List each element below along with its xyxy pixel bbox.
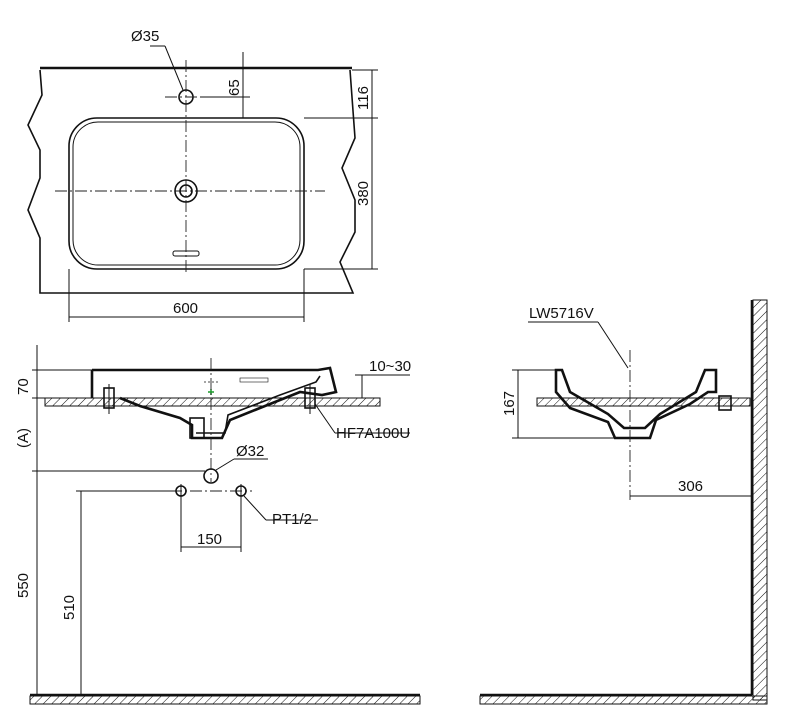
basin-outer [68, 117, 305, 270]
depth-front-label: 116 [355, 86, 372, 110]
section-counter [536, 397, 751, 407]
model-leader [597, 321, 629, 369]
section-clip [718, 395, 732, 411]
height-supply-label: 510 [61, 595, 78, 620]
supply-spacing-label: 150 [197, 531, 222, 548]
bowl-profile [554, 368, 718, 440]
drain-model-leader [314, 403, 336, 434]
floor-hatch [29, 695, 421, 705]
drain-inner [179, 184, 193, 198]
height-above-label: 70 [15, 378, 32, 395]
drain-outer [174, 179, 198, 203]
height-floor-label: 550 [15, 573, 32, 598]
depth-basin-label: 380 [355, 181, 372, 206]
drain-dia-leader [215, 458, 235, 471]
side-view: 150 Ø32 PT1/2 HF7A100U 10~30 70 (A) 550 … [15, 345, 421, 705]
basin-inner-profile [196, 375, 321, 434]
drain-model-label: HF7A100U [336, 425, 410, 442]
counter-thickness-label: 10~30 [369, 358, 411, 375]
hole-diameter-label: Ø35 [131, 28, 159, 45]
overflow-tag [239, 377, 269, 383]
basin-profile [90, 366, 338, 440]
counter-slab [44, 397, 381, 407]
model-label: LW5716V [529, 305, 594, 322]
clearance-label: (A) [15, 428, 32, 448]
top-view: Ø35 65 116 380 600 [27, 28, 378, 322]
drain-outlet [203, 468, 219, 484]
width-label: 600 [173, 300, 198, 317]
wall-distance-label: 306 [678, 478, 703, 495]
supply-thread-label: PT1/2 [272, 511, 312, 528]
drain-body [189, 417, 205, 439]
overflow-slot [172, 250, 200, 257]
section-view: LW5716V 167 306 [479, 299, 768, 705]
offset-top-label: 65 [226, 79, 243, 96]
basin-inner [72, 121, 301, 266]
thread-leader [243, 495, 267, 521]
dia-leader [164, 45, 184, 91]
section-floor-hatch [479, 695, 768, 705]
wall-hatch [752, 299, 768, 701]
counter-outline [27, 69, 356, 294]
drain-diameter-label: Ø32 [236, 443, 264, 460]
bowl-height-label: 167 [501, 391, 518, 416]
